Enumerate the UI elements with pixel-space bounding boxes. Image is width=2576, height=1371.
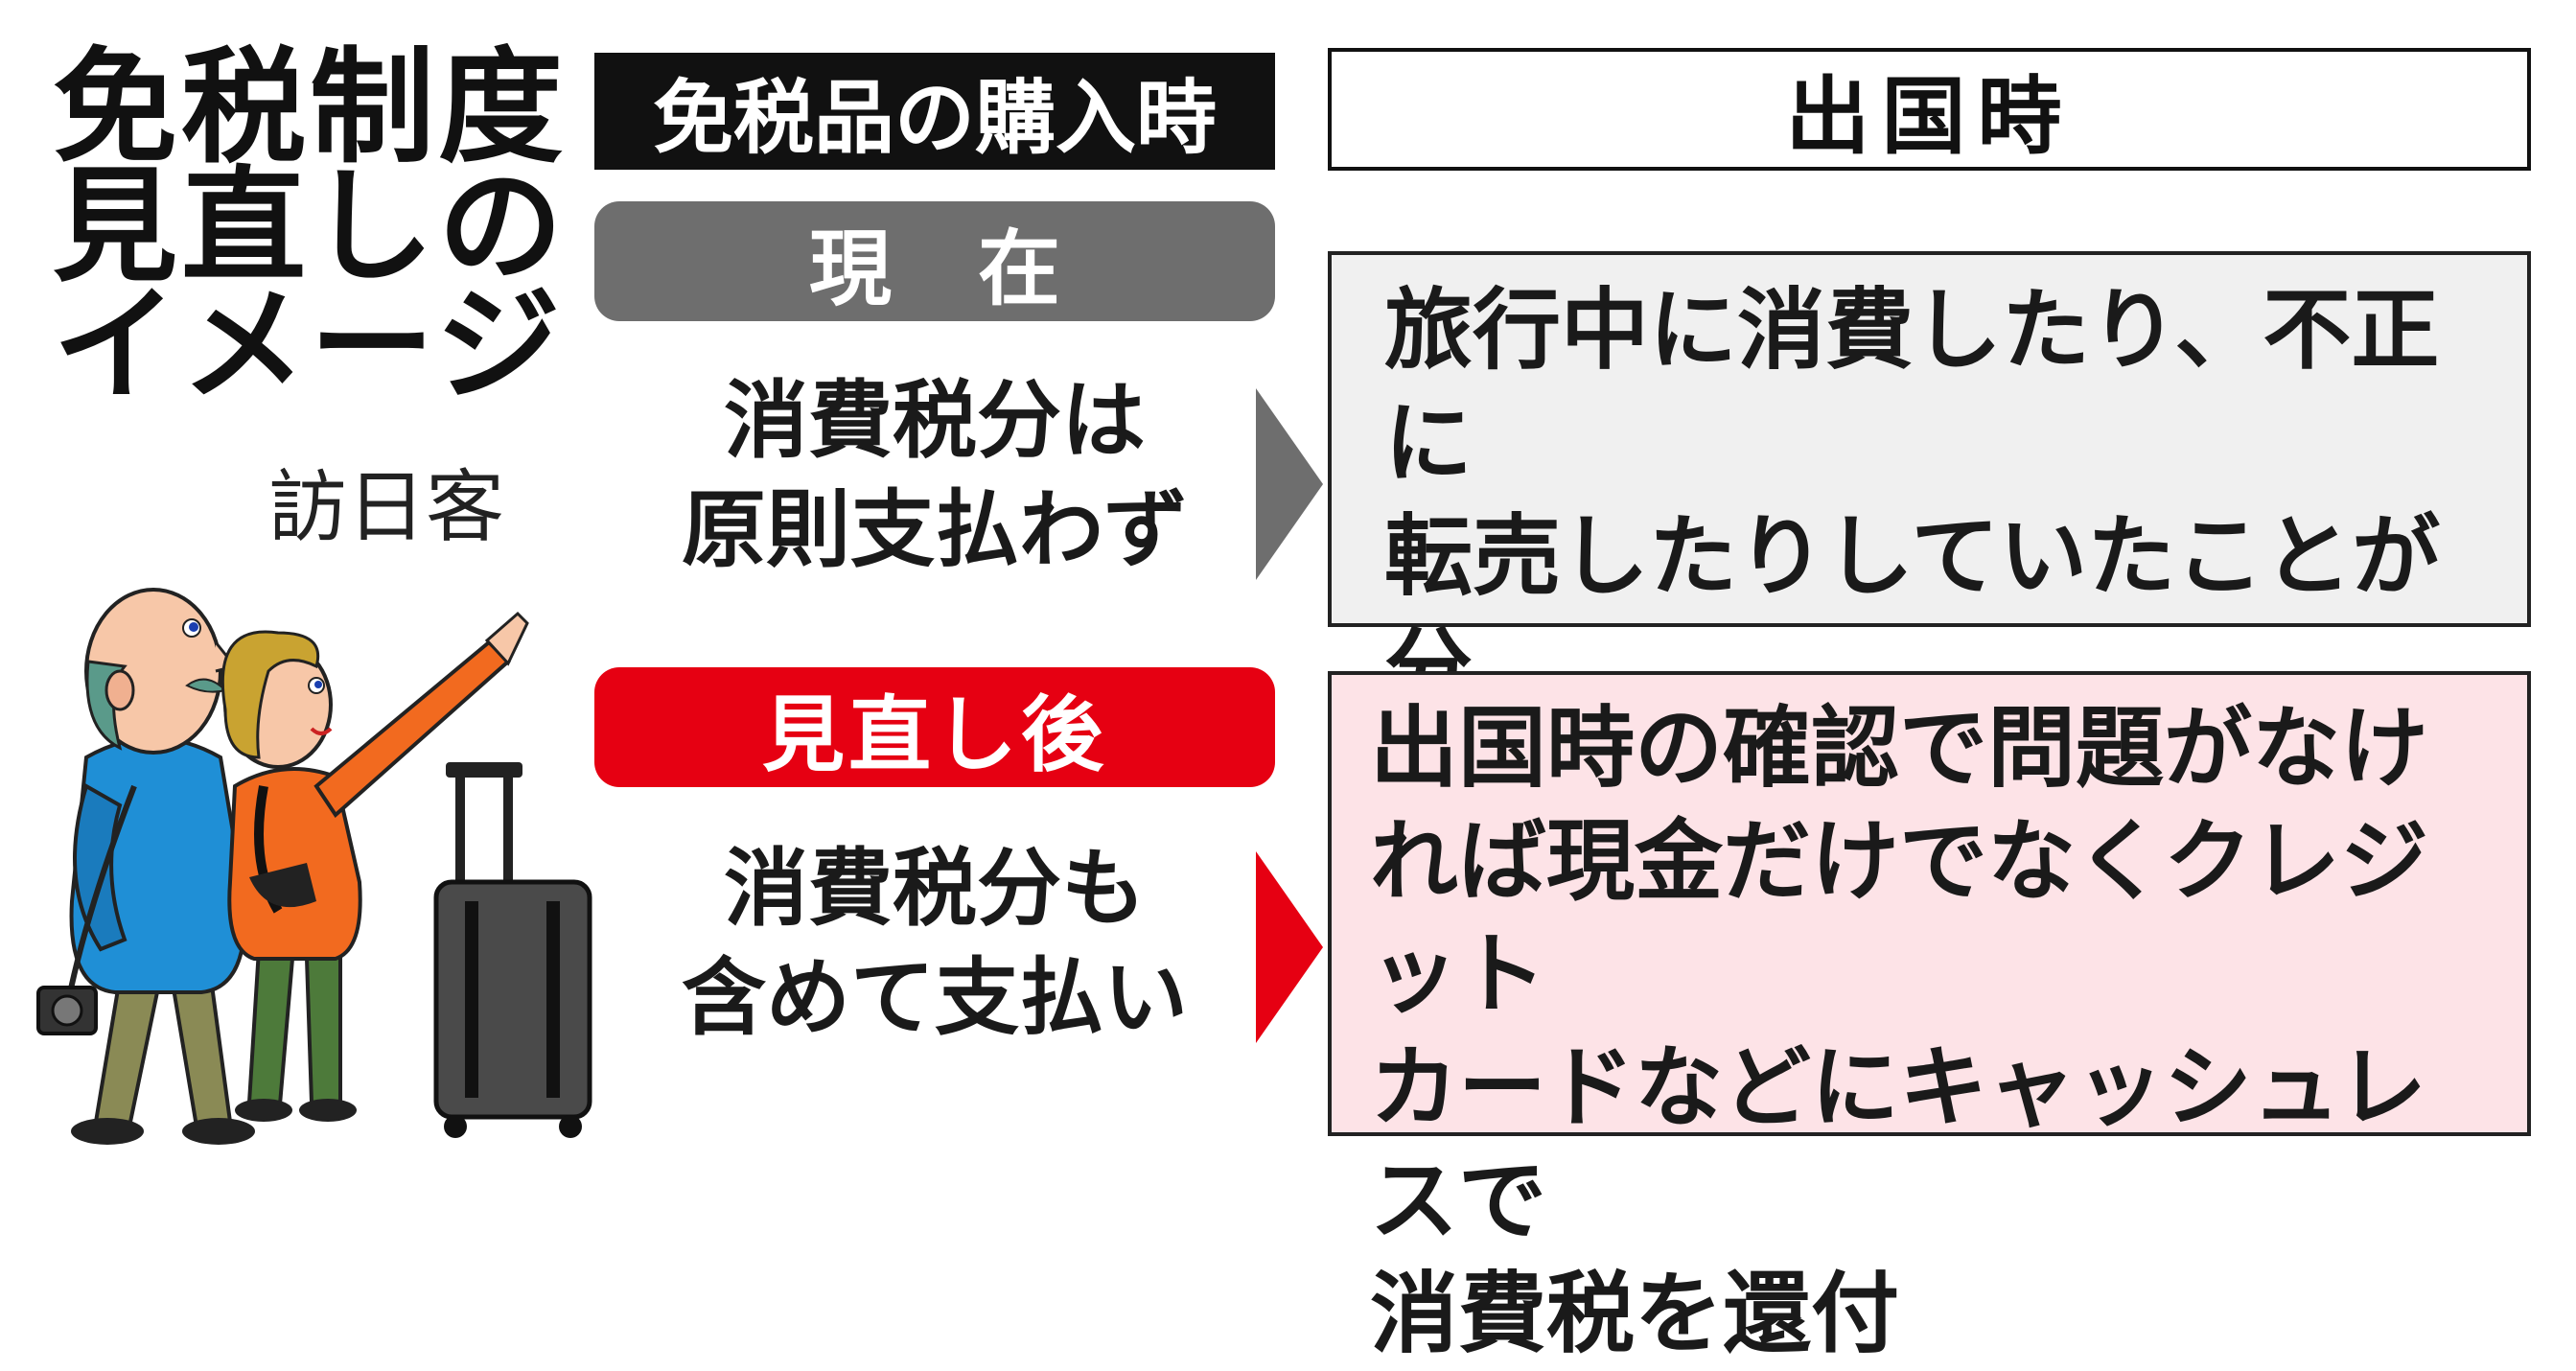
revised-arrow-icon — [1256, 851, 1323, 1043]
purchase-time-header: 免税品の購入時 — [594, 53, 1275, 170]
woman-figure — [220, 611, 529, 1122]
revised-system-tag: 見直し後 — [594, 667, 1275, 787]
suitcase-icon — [433, 762, 592, 1138]
revised-departure-detail: 出国時の確認で問題がなけ れば現金だけでなくクレジット カードなどにキャッシュレ… — [1328, 671, 2531, 1365]
man-figure — [36, 588, 255, 1145]
current-system-tag: 現在 — [594, 201, 1275, 321]
departure-time-header: 出国時 — [1328, 48, 2531, 171]
main-title: 免税制度 見直しの イメージ — [53, 35, 568, 418]
tourists-illustration — [36, 588, 592, 1145]
current-purchase-statement: 消費税分は 原則支払わず — [681, 371, 1188, 579]
current-arrow-icon — [1256, 388, 1323, 580]
current-departure-detail: 旅行中に消費したり、不正に 転売したりしていたことが分 かった場合は消費税を徴収 — [1328, 251, 2531, 834]
visitor-label: 訪日客 — [268, 462, 505, 553]
revised-purchase-statement: 消費税分も 含めて支払い — [681, 839, 1188, 1047]
